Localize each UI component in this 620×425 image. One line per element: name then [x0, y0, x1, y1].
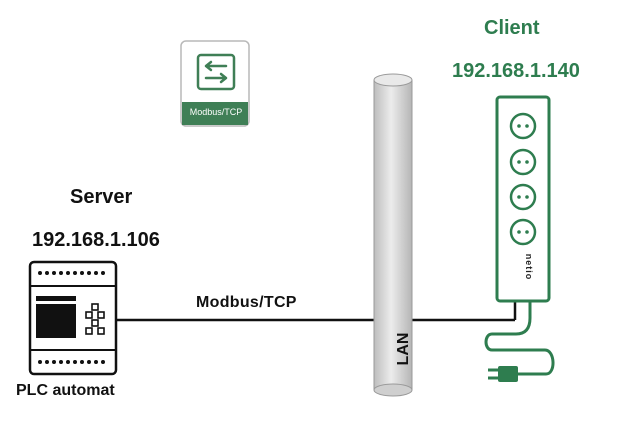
lan-pipe: [373, 73, 413, 397]
lan-label: LAN: [395, 332, 412, 366]
connection-protocol-label: Modbus/TCP: [196, 294, 297, 311]
netio-powerstrip: [484, 95, 555, 382]
modbus-icon-caption: Modbus/TCP: [189, 107, 243, 117]
server-ip: 192.168.1.106: [32, 229, 160, 251]
server-label: Server: [70, 186, 133, 208]
netio-brand-label: netio: [524, 253, 534, 281]
plc-label: PLC automat: [16, 382, 115, 399]
client-ip: 192.168.1.140: [452, 60, 580, 82]
plc-device: [28, 260, 118, 376]
modbus-icon: [180, 40, 250, 127]
client-label: Client: [484, 17, 540, 39]
